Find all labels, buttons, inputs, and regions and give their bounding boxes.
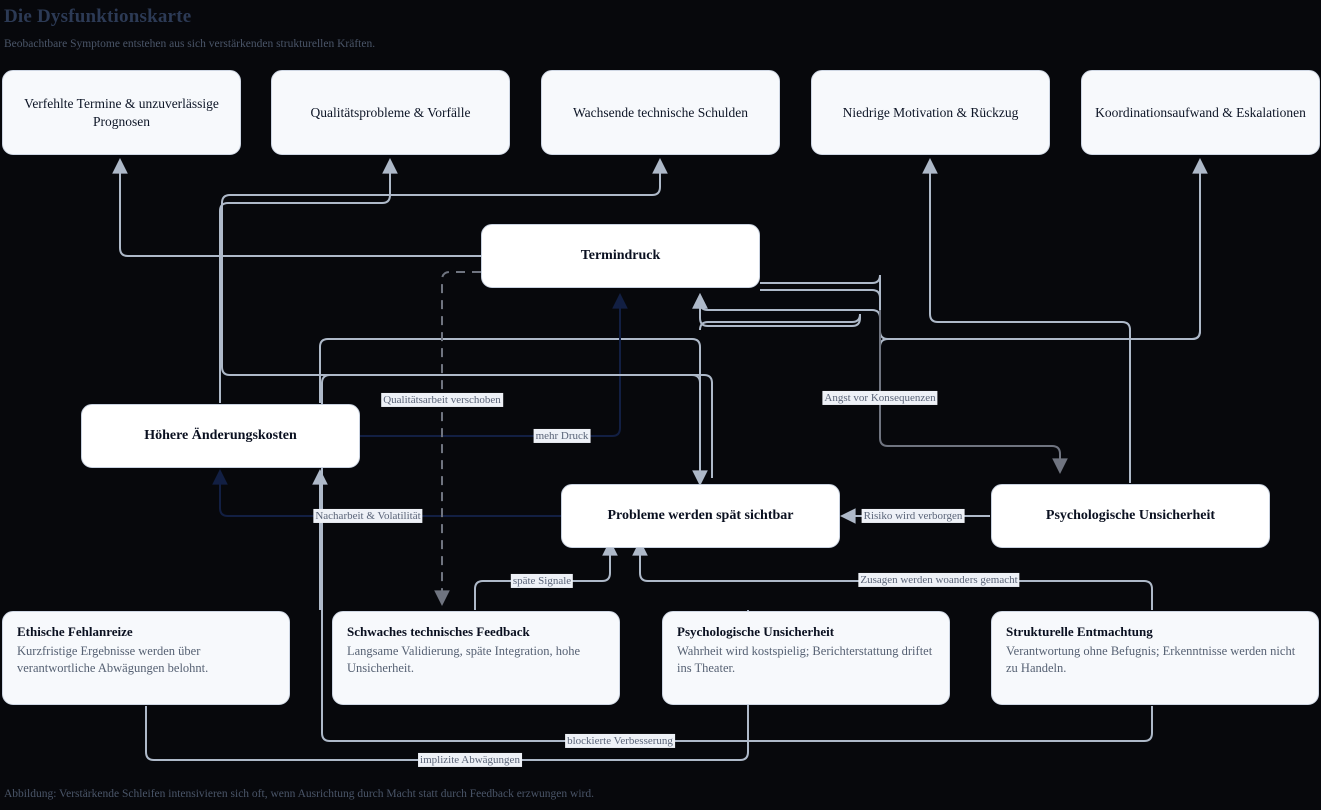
- root-card-title: Schwaches technisches Feedback: [347, 624, 530, 639]
- dynamic-node-label: Psychologische Unsicherheit: [1045, 508, 1216, 523]
- edge-blockierte-verbesserung: [321, 610, 1153, 742]
- root-card-title: Strukturelle Entmachtung: [1006, 624, 1153, 639]
- edge-label-risiko-wird-verborgen: Risiko wird verborgen: [861, 508, 965, 524]
- edge-label-spaete-signale: späte Signale: [510, 573, 574, 589]
- page-subtitle: Beobachtbare Symptome entstehen aus sich…: [4, 38, 376, 50]
- edge-termindruck-to-koordinationsaufwand: [760, 157, 1208, 348]
- edge-termindruck-to-aenderungskosten: [319, 338, 708, 487]
- dynamic-node-termindruck[interactable]: Termindruck: [481, 224, 760, 288]
- dynamic-node-psychologische-unsicherheit[interactable]: Psychologische Unsicherheit: [991, 484, 1270, 548]
- page-title: Die Dysfunktionskarte: [4, 6, 192, 27]
- symptom-box-4[interactable]: Koordinationsaufwand & Eskalationen: [1081, 70, 1320, 155]
- root-card-title: Psychologische Unsicherheit: [677, 624, 835, 639]
- root-card-desc: Verantwortung ohne Befugnis; Erkenntniss…: [1006, 643, 1296, 676]
- edge-probleme-to-termindruck: [321, 374, 713, 720]
- edge-termindruck-to-verfehlte-termine: [112, 157, 481, 257]
- edge-entmachtung-to-unsicherheit: [879, 310, 1068, 475]
- edge-label-qualitaetsarbeit-verschoben: Qualitätsarbeit verschoben: [381, 392, 503, 408]
- edge-probleme-to-termindruck-arrow: [692, 292, 861, 331]
- symptom-box-1[interactable]: Qualitätsprobleme & Vorfälle: [271, 70, 510, 155]
- symptom-label: Verfehlte Termine & unzuverlässige Progn…: [24, 96, 219, 129]
- edge-aenderungskosten-to-termindruck: [360, 292, 628, 437]
- symptom-label: Niedrige Motivation & Rückzug: [842, 104, 1019, 120]
- dynamic-node-label: Termindruck: [580, 248, 661, 263]
- root-card-3[interactable]: Strukturelle Entmachtung Verantwortung o…: [991, 611, 1319, 705]
- dynamic-node-label: Probleme werden spät sichtbar: [607, 508, 794, 523]
- edge-label-zusagen-woanders-gemacht: Zusagen werden woanders gemacht: [858, 572, 1020, 588]
- edge-aenderungskosten-to-qualitaetsprobleme: [219, 157, 398, 403]
- edge-label-angst-vor-konsequenzen: Angst vor Konsequenzen: [822, 390, 938, 406]
- root-card-1[interactable]: Schwaches technisches Feedback Langsame …: [332, 611, 620, 705]
- symptom-box-2[interactable]: Wachsende technische Schulden: [541, 70, 780, 155]
- dynamic-node-label: Höhere Änderungskosten: [144, 428, 297, 443]
- root-card-desc: Langsame Validierung, späte Integration,…: [347, 643, 581, 676]
- root-card-desc: Kurzfristige Ergebnisse werden über vera…: [17, 643, 209, 676]
- edge-dashed-damping: [434, 271, 481, 607]
- symptom-label: Qualitätsprobleme & Vorfälle: [310, 104, 471, 120]
- edge-probleme-to-aenderungskosten: [212, 468, 562, 517]
- symptom-label: Wachsende technische Schulden: [572, 104, 749, 120]
- edge-label-mehr-druck: mehr Druck: [533, 428, 591, 444]
- dynamic-node-aenderungskosten[interactable]: Höhere Änderungskosten: [81, 404, 360, 468]
- symptom-label: Koordinationsaufwand & Eskalationen: [1095, 104, 1306, 120]
- edge-unsicherheit-to-motivation: [922, 157, 1131, 483]
- symptom-box-0[interactable]: Verfehlte Termine & unzuverlässige Progn…: [2, 70, 241, 155]
- root-card-desc: Wahrheit wird kostspielig; Berichterstat…: [677, 643, 933, 676]
- edge-label-nacharbeit-volatilitaet: Nacharbeit & Volatilität: [313, 508, 423, 524]
- root-card-title: Ethische Fehlanreize: [17, 624, 133, 639]
- edge-label-blockierte-verbesserung: blockierte Verbesserung: [565, 733, 675, 749]
- figure-caption: Abbildung: Verstärkende Schleifen intens…: [4, 788, 594, 800]
- edge-termindruck-right-riser: [760, 170, 1201, 340]
- root-card-0[interactable]: Ethische Fehlanreize Kurzfristige Ergebn…: [2, 611, 290, 705]
- edge-label-implizite-abwaegungen: implizite Abwägungen: [418, 752, 522, 768]
- root-card-2[interactable]: Psychologische Unsicherheit Wahrheit wir…: [662, 611, 950, 705]
- symptom-box-3[interactable]: Niedrige Motivation & Rückzug: [811, 70, 1050, 155]
- dynamic-node-probleme-spaet-sichtbar[interactable]: Probleme werden spät sichtbar: [561, 484, 840, 548]
